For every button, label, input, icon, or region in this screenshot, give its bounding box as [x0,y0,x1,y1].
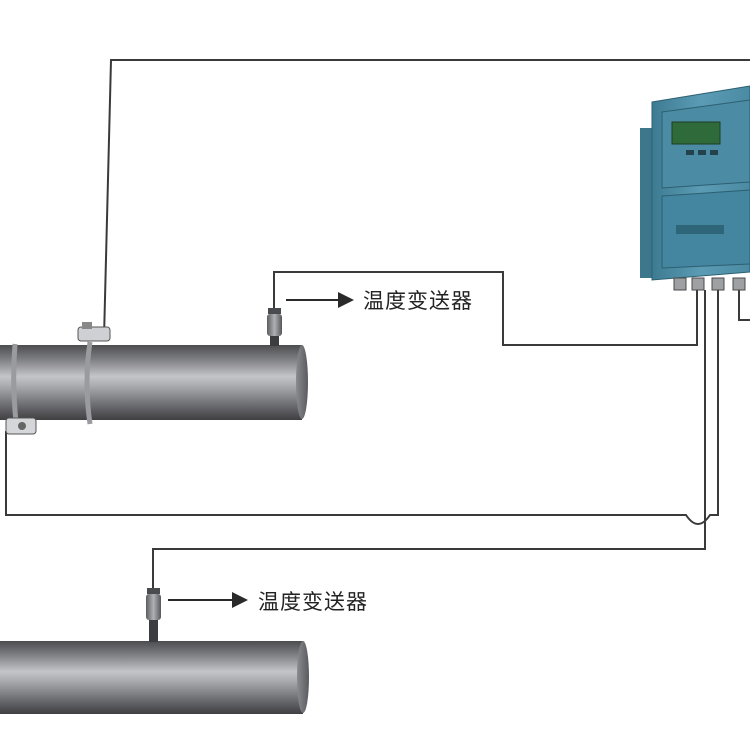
clamp-on-transducer-icon [77,322,111,342]
pipe-clamp-right [84,341,93,425]
wiring [5,59,750,592]
temperature-probe-icon [267,308,282,346]
ultrasonic-flow-meter-icon [640,85,750,291]
clamp-on-transducer-icon [5,417,37,435]
cable-glands [673,277,746,291]
label-temp-transmitter-lower: 温度变送器 [258,590,368,614]
cable-upstream-transducer [103,59,750,339]
cable-temp-transmitter-upper [273,271,698,346]
cable-downstream-transducer [5,290,719,525]
lower-pipe [0,588,309,714]
temperature-probe-icon [146,588,161,642]
keypad [686,150,718,155]
label-temp-transmitter-upper: 温度变送器 [363,289,473,313]
cable-right-edge [738,290,750,321]
upper-pipe [0,292,354,435]
pipe-clamp-left [11,343,19,423]
cable-temp-transmitter-lower [152,290,706,592]
